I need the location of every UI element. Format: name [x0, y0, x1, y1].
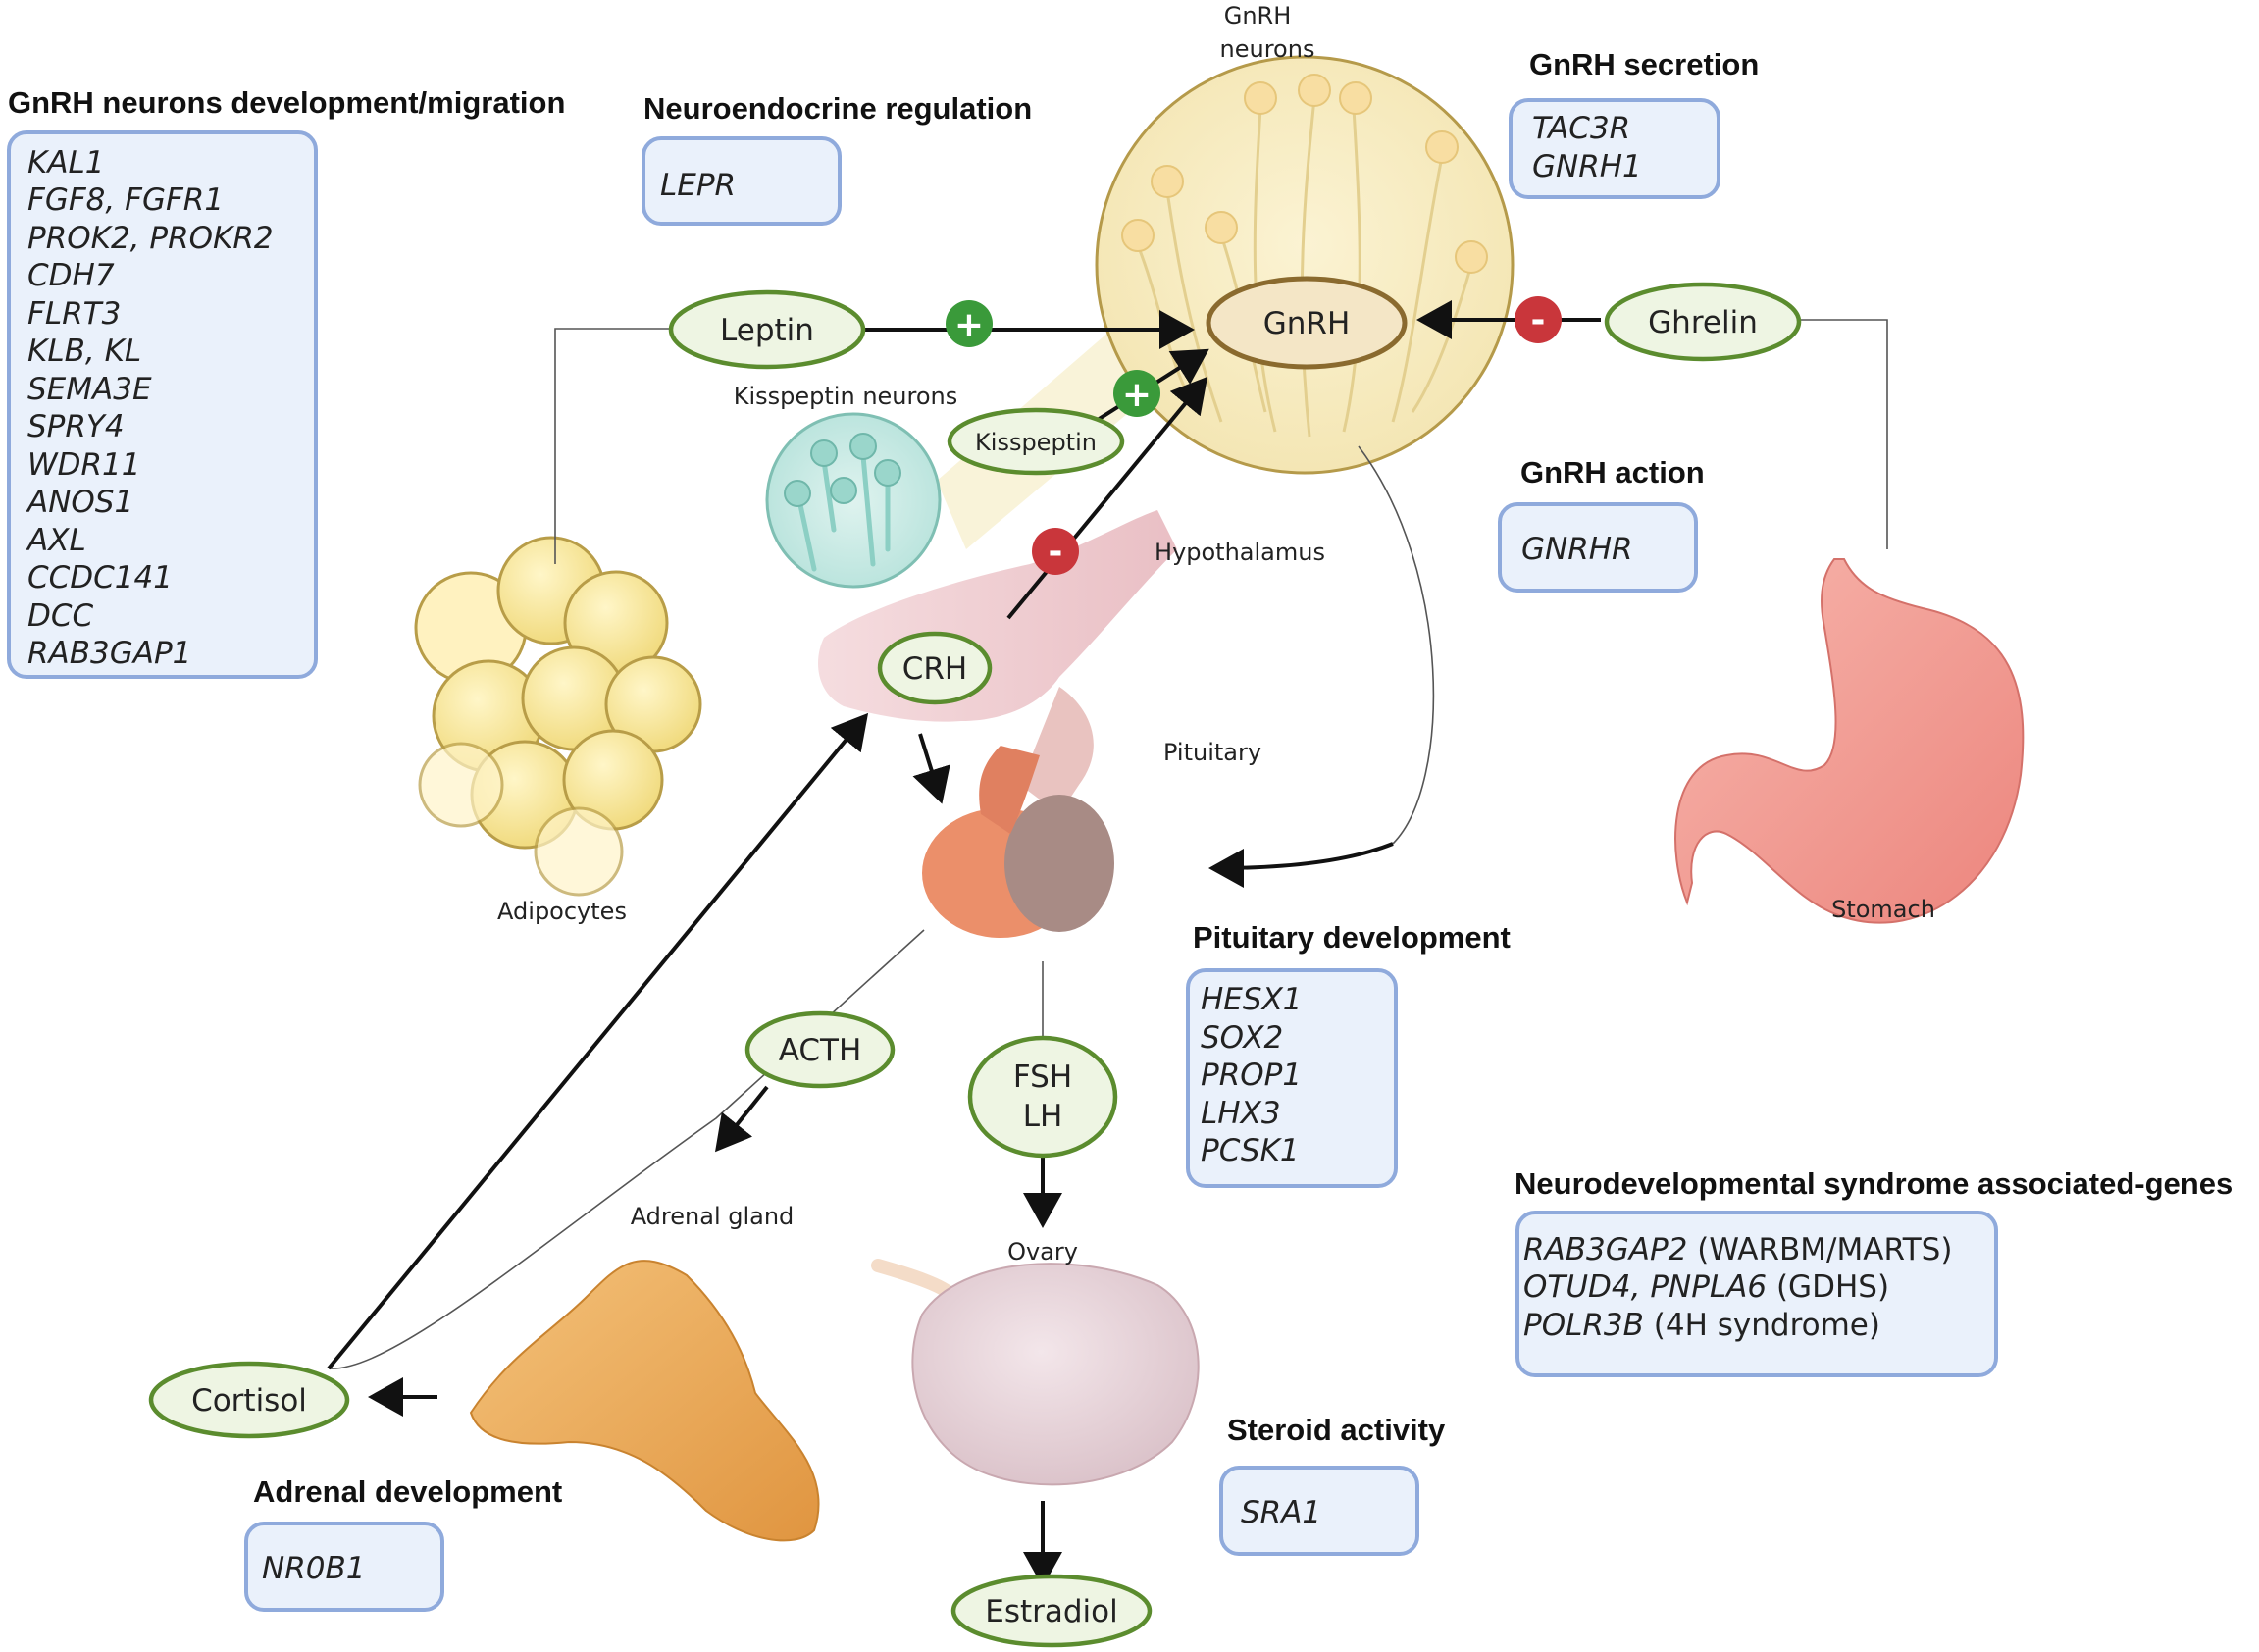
hormone-fsh-lh: FSH LH [967, 1035, 1118, 1159]
svg-text:SRA1: SRA1 [1241, 1495, 1321, 1530]
svg-text:CCDC141: CCDC141 [27, 560, 173, 595]
svg-text:+: + [954, 305, 984, 345]
box-title: GnRH secretion [1529, 47, 1759, 81]
arrows [327, 300, 1601, 1587]
stimulate-sign-leptin: + [946, 300, 993, 347]
svg-text:SOX2: SOX2 [1201, 1020, 1283, 1056]
box-title: Steroid activity [1227, 1413, 1446, 1447]
box-pituitary-development: Pituitary development HESX1 SOX2 PROP1 L… [1186, 920, 1511, 1188]
label-gnrh-neurons-1: GnRH [1224, 2, 1292, 29]
label-kisspeptin-neurons: Kisspeptin neurons [734, 383, 958, 410]
ovary-illustration [871, 1259, 1200, 1486]
hormone-leptin: Leptin [668, 289, 866, 370]
adipocytes-illustration [414, 536, 702, 897]
svg-text:WDR11: WDR11 [27, 447, 141, 483]
svg-text:Leptin: Leptin [720, 313, 814, 348]
svg-text:LHX3: LHX3 [1201, 1096, 1281, 1131]
svg-text:FSH: FSH [1013, 1059, 1072, 1095]
svg-text:HESX1: HESX1 [1201, 982, 1303, 1017]
svg-text:LH: LH [1023, 1099, 1063, 1134]
svg-text:GnRH: GnRH [1263, 306, 1351, 341]
svg-text:GNRH1: GNRH1 [1532, 149, 1642, 184]
stimulate-sign-kisspeptin: + [1113, 370, 1160, 417]
svg-text:Estradiol: Estradiol [985, 1594, 1118, 1629]
box-neuroendocrine-regulation: Neuroendocrine regulation LEPR [642, 91, 1032, 226]
svg-text:KAL1: KAL1 [27, 145, 105, 181]
label-pituitary: Pituitary [1163, 739, 1261, 766]
label-gnrh-neurons-2: neurons [1220, 35, 1315, 63]
gene-list: KAL1 FGF8, FGFR1 PROK2, PROKR2 CDH7 FLRT… [26, 145, 274, 671]
svg-text:POLR3B (4H syndrome): POLR3B (4H syndrome) [1523, 1308, 1880, 1343]
svg-text:-: - [1531, 300, 1546, 340]
inhibit-sign-crh: - [1032, 528, 1079, 575]
kisspeptin-neurons-illustration [765, 412, 942, 589]
svg-text:FGF8, FGFR1: FGF8, FGFR1 [27, 182, 224, 218]
svg-text:+: + [1122, 375, 1152, 415]
adrenal-gland-illustration [469, 1260, 820, 1542]
box-title: Neuroendocrine regulation [643, 91, 1032, 126]
svg-text:OTUD4, PNPLA6 (GDHS): OTUD4, PNPLA6 (GDHS) [1523, 1269, 1889, 1305]
svg-text:FLRT3: FLRT3 [27, 296, 121, 332]
box-gnrh-secretion: GnRH secretion TAC3R GNRH1 [1509, 47, 1759, 199]
svg-text:SEMA3E: SEMA3E [27, 372, 152, 407]
box-title: Pituitary development [1193, 920, 1511, 955]
hormone-estradiol: Estradiol [950, 1574, 1153, 1648]
hormone-acth: ACTH [744, 1010, 896, 1089]
svg-text:GNRHR: GNRHR [1521, 532, 1633, 567]
svg-text:TAC3R: TAC3R [1532, 111, 1630, 146]
label-adipocytes: Adipocytes [497, 898, 627, 925]
gnrh-neurons-illustration [1095, 55, 1515, 475]
svg-text:RAB3GAP2 (WARBM/MARTS): RAB3GAP2 (WARBM/MARTS) [1523, 1232, 1952, 1267]
svg-text:Ghrelin: Ghrelin [1648, 305, 1758, 340]
label-stomach: Stomach [1831, 896, 1935, 923]
hormone-crh: CRH [877, 631, 993, 705]
hormone-kisspeptin: Kisspeptin [947, 407, 1125, 476]
hormone-cortisol: Cortisol [148, 1361, 350, 1439]
stomach-illustration [1674, 558, 2025, 924]
svg-text:CDH7: CDH7 [27, 258, 115, 293]
box-gnrh-action: GnRH action GNRHR [1498, 455, 1705, 593]
box-adrenal-development: Adrenal development NR0B1 [244, 1474, 562, 1612]
box-title: Neurodevelopmental syndrome associated-g… [1515, 1166, 2233, 1201]
svg-text:ACTH: ACTH [779, 1033, 862, 1068]
box-title: GnRH action [1520, 455, 1705, 490]
svg-text:KLB, KL: KLB, KL [27, 334, 141, 369]
hormone-gnrh: GnRH [1206, 276, 1408, 370]
svg-text:AXL: AXL [26, 523, 86, 558]
svg-text:-: - [1049, 532, 1063, 572]
label-hypothalamus: Hypothalamus [1155, 539, 1325, 566]
label-ovary: Ovary [1007, 1238, 1078, 1265]
svg-text:PROP1: PROP1 [1201, 1058, 1302, 1093]
inhibit-sign-ghrelin: - [1515, 296, 1562, 343]
box-gnrh-neurons-development: GnRH neurons development/migration KAL1 … [7, 85, 565, 679]
svg-text:PCSK1: PCSK1 [1201, 1133, 1300, 1168]
svg-text:SPRY4: SPRY4 [27, 409, 125, 444]
svg-text:RAB3GAP1: RAB3GAP1 [27, 636, 191, 671]
box-title: Adrenal development [253, 1474, 562, 1509]
svg-text:ANOS1: ANOS1 [26, 485, 133, 520]
svg-text:LEPR: LEPR [660, 168, 736, 203]
svg-text:PROK2, PROKR2: PROK2, PROKR2 [27, 221, 274, 256]
svg-text:NR0B1: NR0B1 [262, 1551, 365, 1586]
box-title: GnRH neurons development/migration [8, 85, 565, 120]
label-adrenal-gland: Adrenal gland [631, 1203, 795, 1230]
svg-text:Cortisol: Cortisol [191, 1383, 307, 1419]
svg-text:DCC: DCC [27, 598, 94, 634]
svg-text:Kisspeptin: Kisspeptin [975, 429, 1097, 456]
box-steroid-activity: Steroid activity SRA1 [1219, 1413, 1446, 1556]
svg-text:CRH: CRH [902, 651, 968, 687]
box-neurodevelopmental-syndrome: Neurodevelopmental syndrome associated-g… [1515, 1166, 2233, 1377]
hormone-ghrelin: Ghrelin [1604, 282, 1802, 362]
